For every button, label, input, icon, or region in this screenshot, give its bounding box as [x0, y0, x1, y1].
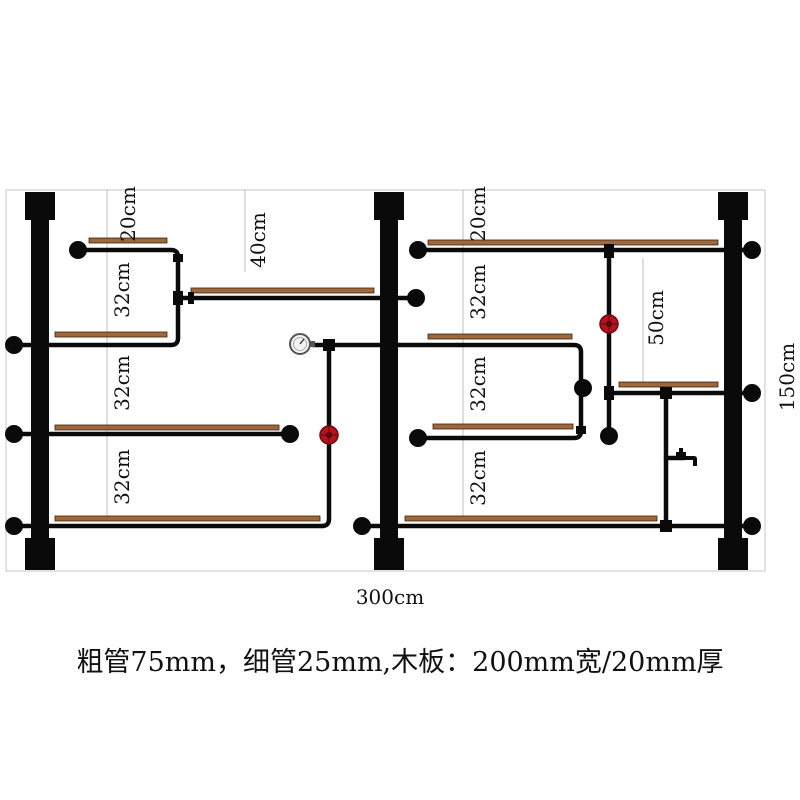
board-right-3 [618, 381, 719, 388]
dim-left-32-c: 32cm [110, 449, 134, 505]
pipe-fittings [173, 244, 672, 532]
board-left-2 [190, 287, 375, 294]
cap-mid-1 [407, 289, 425, 307]
fitting-gauge-tee [323, 339, 335, 351]
cap-right-1 [743, 241, 761, 259]
valve-wheel-icon [319, 314, 619, 445]
board-left-3 [54, 331, 168, 338]
post-right [718, 192, 748, 570]
pipe-end-caps [5, 241, 761, 535]
fitting-left-3 [188, 292, 194, 304]
frame-outline [5, 189, 766, 572]
cap-left-3 [5, 425, 23, 443]
dim-right-20: 20cm [466, 186, 490, 242]
wood-boards [54, 237, 719, 522]
board-left-4 [54, 424, 280, 431]
cap-right-2 [743, 384, 761, 402]
thick-posts [25, 192, 748, 570]
fitting-right-5 [576, 426, 586, 434]
cap-left-4 [281, 425, 299, 443]
fitting-right-2 [604, 386, 614, 400]
faucet-icon [676, 448, 697, 466]
board-left-1 [88, 237, 168, 244]
dim-right-50: 50cm [644, 290, 668, 346]
valve-right [599, 314, 619, 334]
spec-caption: 粗管75mm，细管25mm,木板：200mm宽/20mm厚 [76, 647, 724, 678]
board-right-4 [432, 423, 574, 430]
cap-mid-4 [353, 517, 371, 535]
cap-mid-2 [409, 241, 427, 259]
dim-left-32-a: 32cm [110, 262, 134, 318]
valve-left [319, 425, 339, 445]
dim-height: 150cm [775, 343, 799, 411]
post-middle [374, 192, 404, 570]
fitting-right-3 [660, 387, 672, 399]
fitting-right-1 [604, 244, 614, 258]
board-right-5 [404, 515, 658, 522]
cap-left-5 [5, 517, 23, 535]
dim-left-32-b: 32cm [110, 355, 134, 411]
cap-left-top [69, 241, 87, 259]
dim-left-40: 40cm [246, 212, 270, 268]
post-left [25, 192, 55, 570]
cap-right-3 [743, 517, 761, 535]
pipe-left-riser [319, 342, 332, 529]
dim-width: 300cm [356, 585, 424, 609]
cap-right-drop [600, 427, 618, 445]
dim-right-32-c: 32cm [466, 450, 490, 506]
dimension-guides [106, 190, 644, 520]
cap-left-2 [5, 336, 23, 354]
dim-right-32-b: 32cm [466, 356, 490, 412]
board-right-1 [427, 239, 719, 246]
cap-right-elbow [574, 379, 592, 397]
dim-left-20: 20cm [116, 186, 140, 242]
board-right-2 [427, 333, 573, 340]
cap-mid-3 [409, 429, 427, 447]
fitting-left-1 [173, 254, 183, 262]
fitting-left-2 [173, 291, 183, 305]
board-left-5 [54, 515, 321, 522]
fitting-right-4 [660, 520, 672, 532]
pressure-gauge-icon [289, 333, 315, 355]
dim-right-32-a: 32cm [466, 264, 490, 320]
